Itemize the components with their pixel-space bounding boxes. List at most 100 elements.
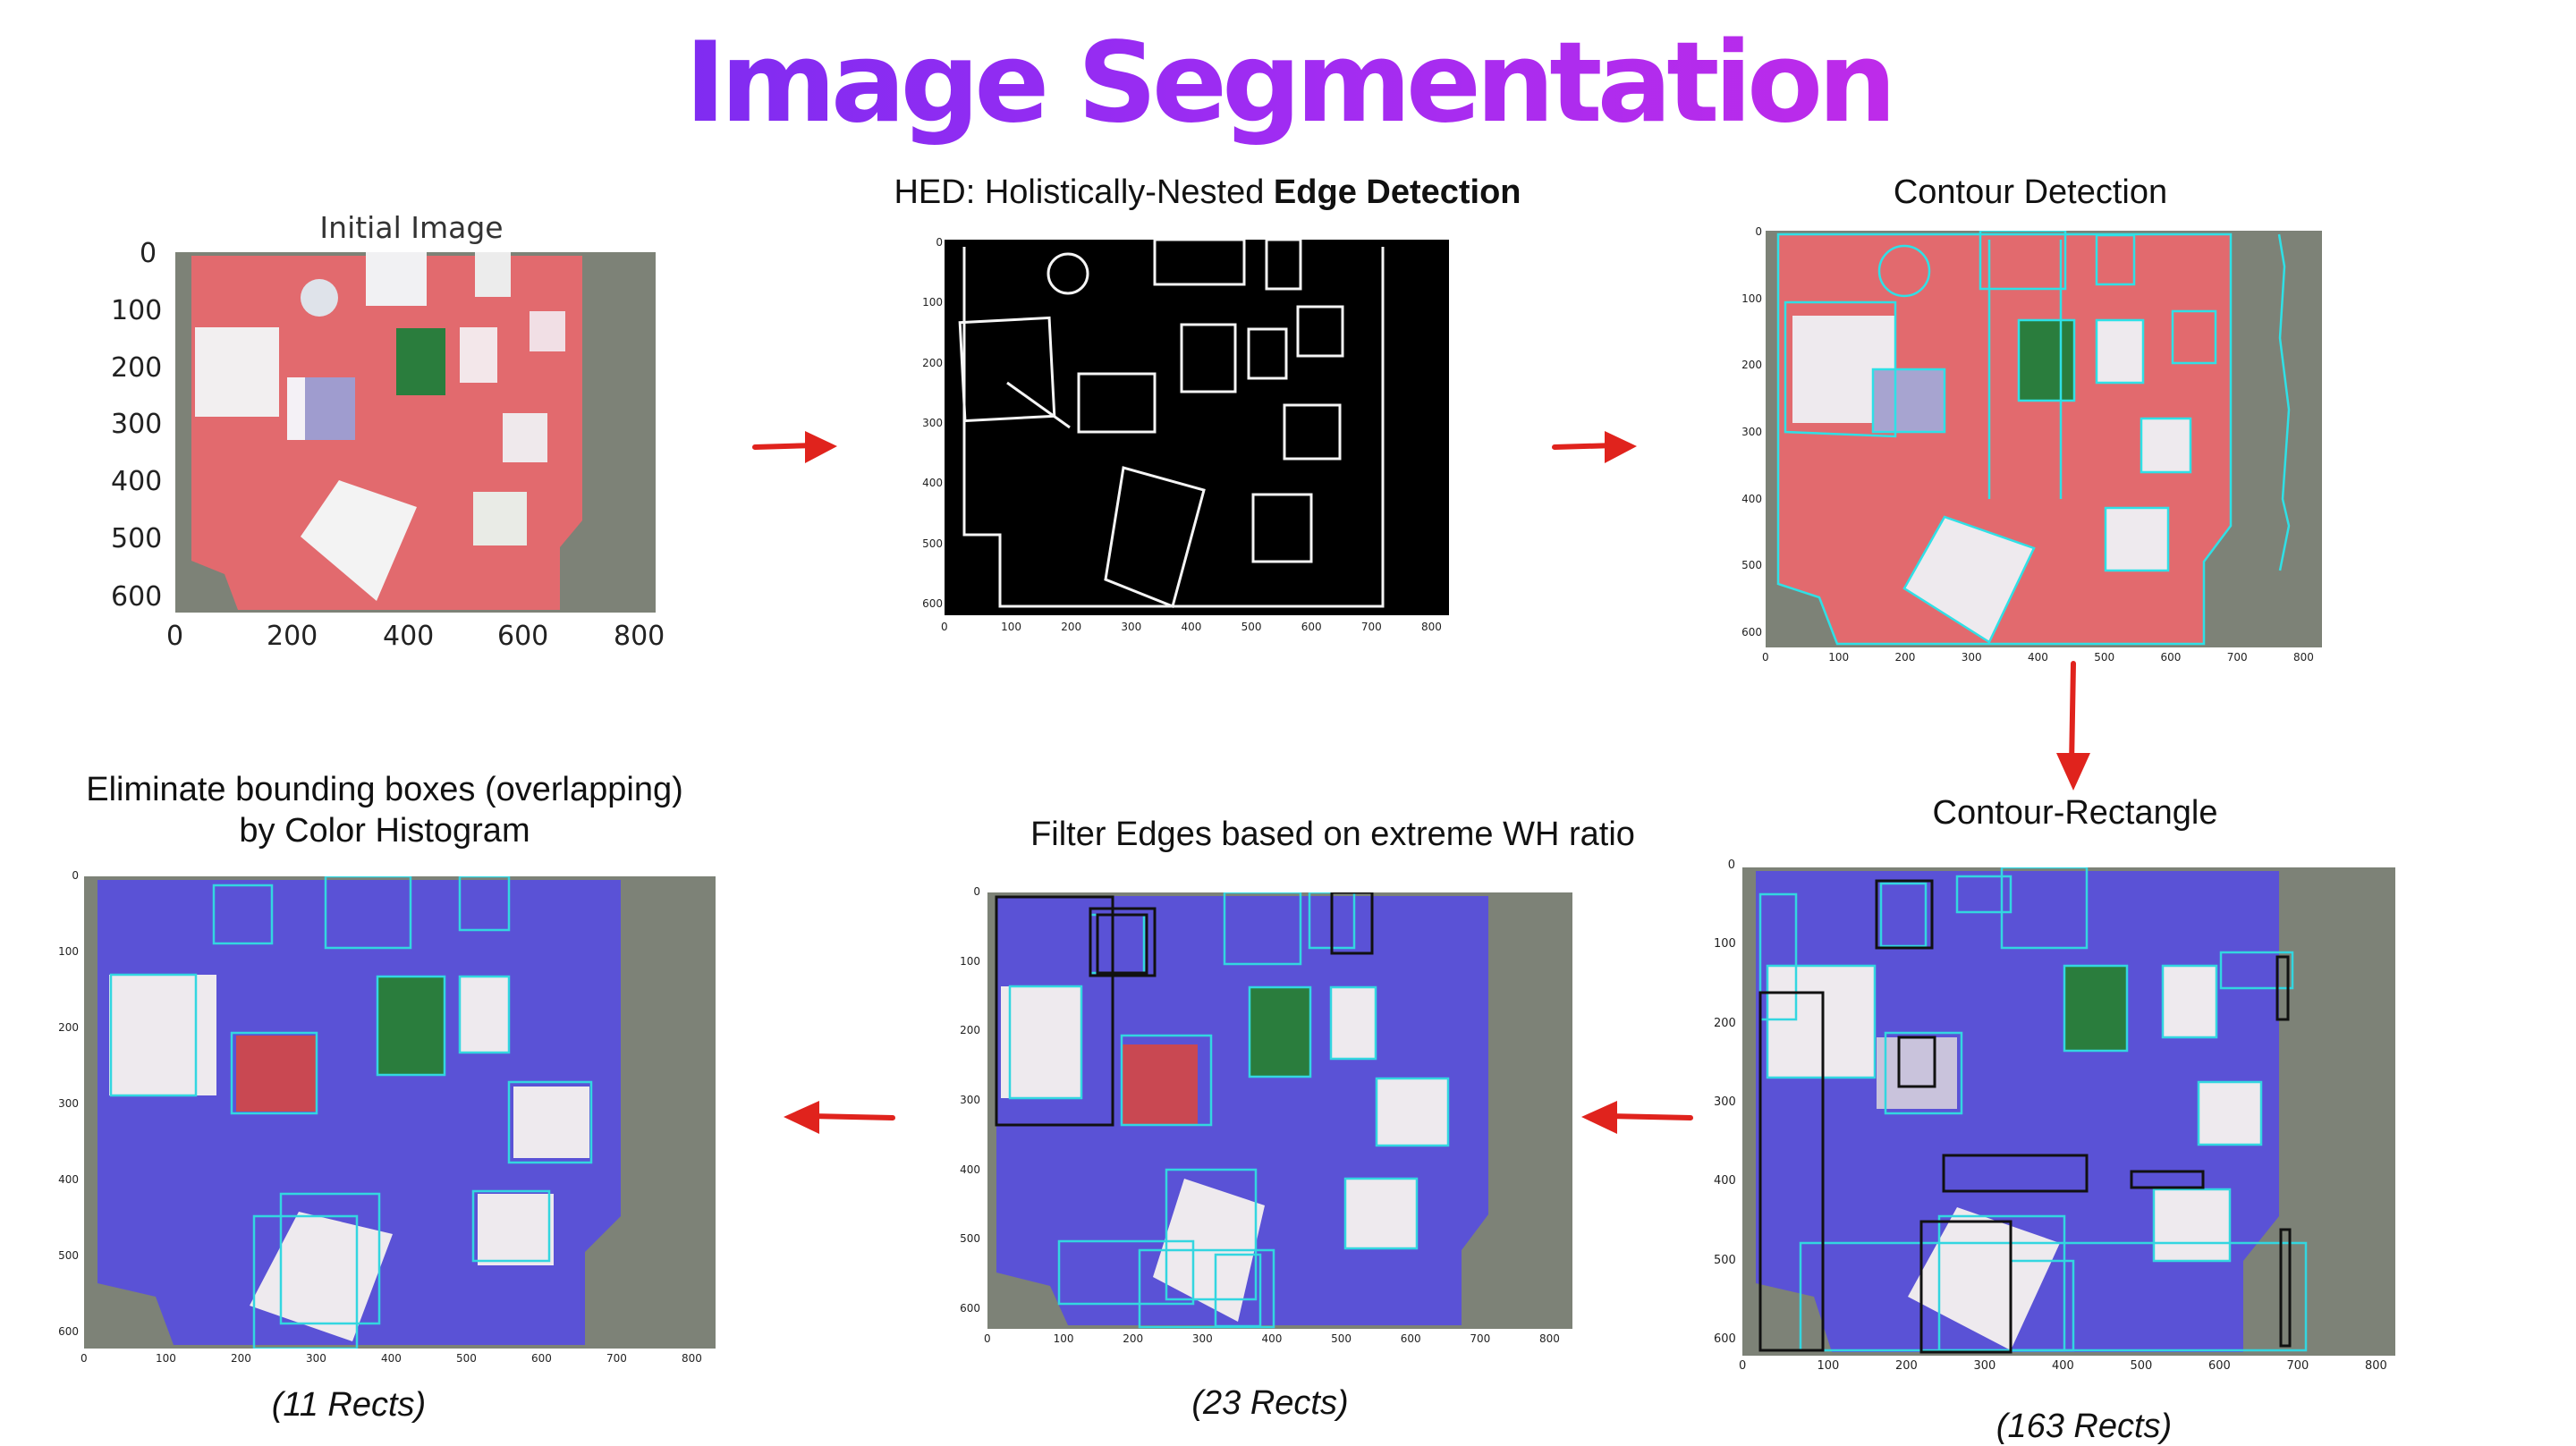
hed-x-tick: 500 [1241, 621, 1262, 633]
contour_rect-x-tick: 400 [2052, 1359, 2074, 1373]
histogram-count: (11 Rects) [271, 1386, 427, 1424]
filter-caption: Filter Edges based on extreme WH ratio [1030, 816, 1635, 853]
histogram-x-tick: 300 [306, 1352, 326, 1365]
hed-y-tick: 0 [936, 236, 943, 249]
initial-y-tick: 200 [111, 352, 163, 384]
contour-x-tick: 100 [1828, 651, 1850, 664]
filter-x-tick: 200 [1123, 1332, 1144, 1345]
filter-y-tick: 400 [960, 1163, 980, 1176]
hed-x-tick: 800 [1421, 621, 1442, 633]
filter-y-tick: 300 [960, 1094, 980, 1106]
initial-y-tick: 100 [111, 295, 163, 326]
initial-image-caption: Initial Image [319, 210, 504, 245]
hed-y-tick: 400 [922, 477, 943, 490]
contour_rect-y-tick: 0 [1727, 858, 1735, 872]
histogram-panel [84, 876, 716, 1349]
histogram-y-tick: 600 [58, 1325, 79, 1338]
filter-y-tick: 200 [960, 1024, 980, 1037]
contour-y-tick: 100 [1741, 292, 1762, 305]
histogram-x-tick: 600 [531, 1352, 552, 1365]
filter-y-tick: 100 [960, 954, 980, 968]
filter-x-tick: 500 [1331, 1332, 1352, 1345]
hed-caption-plain: HED: Holistically-Nested [894, 173, 1274, 211]
filter-edges-image [987, 892, 1572, 1329]
color-histogram-image [84, 876, 716, 1349]
histogram-caption-line2: by Color Histogram [239, 812, 530, 850]
contour-x-tick: 700 [2226, 651, 2248, 664]
initial-y-tick: 0 [140, 238, 157, 269]
filter-x-tick: 400 [1261, 1332, 1283, 1345]
contour-x-tick: 600 [2160, 651, 2182, 664]
contour_rect-x-tick: 600 [2208, 1359, 2231, 1373]
histogram-y-tick: 400 [58, 1173, 79, 1186]
initial-y-tick: 600 [111, 581, 163, 613]
filter-y-tick: 0 [973, 885, 980, 898]
hed-y-tick: 200 [922, 356, 943, 369]
hed-y-tick: 500 [922, 537, 943, 550]
contour-x-tick: 500 [2094, 651, 2115, 664]
hed-x-tick: 400 [1181, 621, 1202, 633]
filter-x-tick: 700 [1470, 1332, 1491, 1345]
histogram-x-tick: 0 [80, 1352, 88, 1365]
contour_rect-x-tick: 300 [1973, 1359, 1996, 1373]
histogram-x-tick: 200 [231, 1352, 251, 1365]
contour-rectangle-image [1742, 867, 2395, 1356]
histogram-x-tick: 400 [381, 1352, 402, 1365]
hed-y-tick: 300 [922, 417, 943, 429]
histogram-y-tick: 200 [58, 1021, 79, 1034]
histogram-x-tick: 800 [682, 1352, 702, 1365]
initial-x-tick: 600 [497, 621, 549, 652]
contour-y-tick: 600 [1741, 626, 1762, 638]
hed-x-tick: 700 [1360, 621, 1382, 633]
filter-y-tick: 500 [960, 1232, 980, 1246]
hed-x-tick: 200 [1061, 621, 1082, 633]
contour-x-tick: 800 [2293, 651, 2314, 664]
arrow-right-icon [1552, 431, 1637, 463]
contour-rect-count: (163 Rects) [1996, 1408, 2173, 1445]
contour_rect-x-tick: 200 [1895, 1359, 1918, 1373]
histogram-x-tick: 100 [156, 1352, 176, 1365]
histogram-y-tick: 0 [72, 869, 79, 882]
contour_rect-y-tick: 600 [1714, 1332, 1736, 1346]
contour-x-tick: 400 [2028, 651, 2048, 664]
contour_rect-y-tick: 300 [1714, 1095, 1736, 1109]
contour_rect-x-tick: 500 [2130, 1359, 2153, 1373]
initial-x-tick: 800 [614, 621, 665, 652]
initial-image [175, 252, 656, 613]
page-title: Image Segmentation [0, 16, 2576, 150]
contour-y-tick: 0 [1755, 225, 1762, 238]
contour_rect-y-tick: 500 [1714, 1253, 1736, 1267]
hed-y-tick: 100 [922, 296, 943, 309]
contour-y-tick: 300 [1741, 426, 1762, 438]
arrow-left-icon [1581, 1101, 1693, 1134]
contour_rect-x-tick: 100 [1817, 1359, 1840, 1373]
filter-x-tick: 800 [1539, 1332, 1560, 1345]
contour-panel [1766, 231, 2322, 647]
histogram-x-tick: 700 [606, 1352, 627, 1365]
contour-y-tick: 200 [1741, 359, 1762, 372]
initial-x-tick: 200 [267, 621, 318, 652]
filter-count: (23 Rects) [1191, 1384, 1349, 1422]
initial-x-tick: 0 [166, 621, 184, 652]
filter-x-tick: 300 [1191, 1332, 1213, 1345]
contour-x-tick: 0 [1762, 651, 1769, 664]
contour-x-tick: 200 [1894, 651, 1916, 664]
contour-caption: Contour Detection [1893, 173, 2168, 211]
contour_rect-y-tick: 200 [1714, 1016, 1736, 1030]
histogram-y-tick: 300 [58, 1097, 79, 1110]
contour-detection-image [1766, 231, 2322, 647]
filter-x-tick: 0 [984, 1332, 991, 1345]
contour_rect-x-tick: 0 [1739, 1359, 1747, 1373]
hed-x-tick: 300 [1121, 621, 1142, 633]
arrow-left-icon [784, 1101, 895, 1134]
contour-rect-caption: Contour-Rectangle [1932, 794, 2218, 832]
filter-panel [987, 892, 1572, 1329]
contour-x-tick: 300 [1961, 651, 1982, 664]
hed-y-tick: 600 [922, 597, 943, 610]
hed-x-tick: 600 [1301, 621, 1322, 633]
hed-panel [945, 240, 1449, 615]
histogram-caption-line1: Eliminate bounding boxes (overlapping) [86, 771, 683, 808]
arrow-down-icon [2056, 661, 2090, 791]
initial-y-tick: 300 [111, 409, 163, 440]
hed-edge-image [945, 240, 1449, 615]
